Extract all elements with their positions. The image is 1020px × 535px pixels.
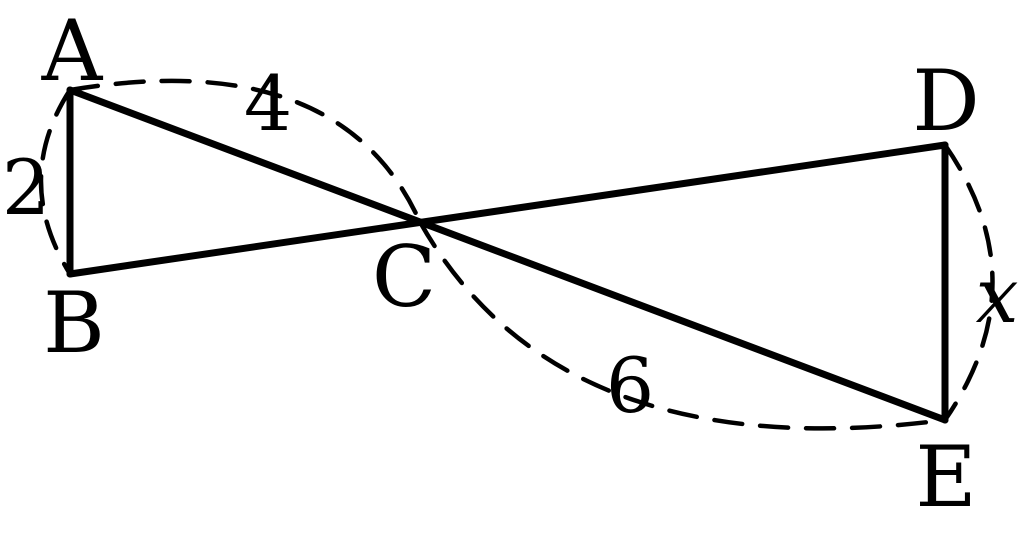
label-length-ce: 6 <box>606 341 654 430</box>
arc-de <box>942 142 995 423</box>
point-labels: A B C D E <box>41 2 980 526</box>
label-point-a: A <box>41 2 104 100</box>
label-length-de: x <box>976 251 1019 340</box>
label-point-c: C <box>372 228 436 326</box>
label-point-e: E <box>915 428 976 526</box>
arc-ac <box>67 78 423 225</box>
segment-bd <box>66 141 949 278</box>
arc-ab <box>38 87 73 277</box>
length-labels: 2 4 6 x <box>2 59 1019 430</box>
label-point-b: B <box>43 274 105 372</box>
label-length-ab: 2 <box>2 143 50 232</box>
label-length-ac: 4 <box>244 59 292 148</box>
length-arcs <box>38 78 995 431</box>
segments <box>66 86 949 424</box>
label-point-d: D <box>912 52 979 150</box>
segment-ae <box>66 86 949 424</box>
